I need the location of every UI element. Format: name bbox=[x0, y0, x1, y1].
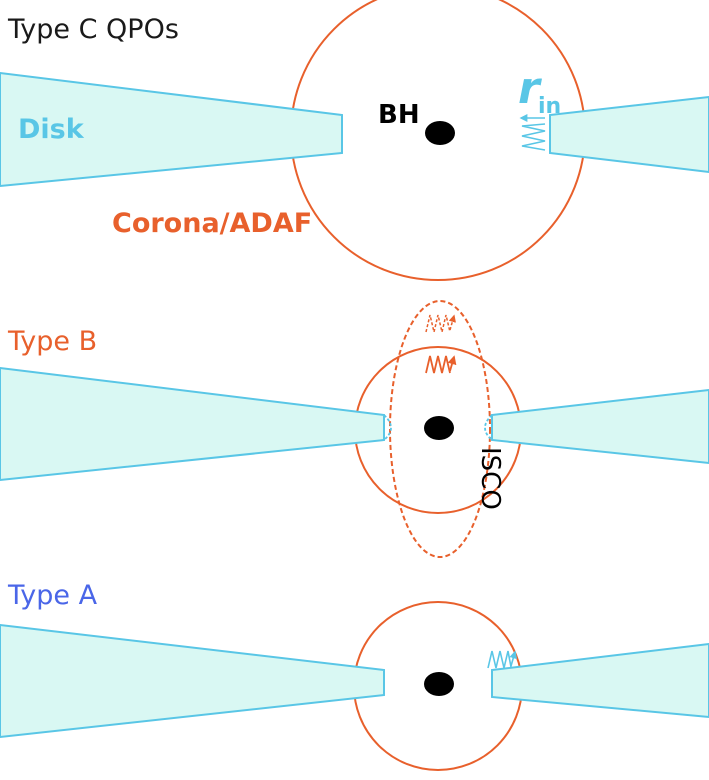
bh-dot-icon bbox=[424, 416, 454, 440]
disk-left bbox=[0, 71, 343, 188]
isco-edge-left bbox=[383, 414, 392, 441]
rin-symbol: r bbox=[518, 63, 542, 114]
disk-right bbox=[491, 388, 709, 465]
isco-label: ISCO bbox=[475, 447, 505, 510]
oscillation-wave-icon bbox=[487, 650, 512, 669]
disk-label: Disk bbox=[18, 114, 85, 145]
oscillation-wave-icon bbox=[425, 355, 451, 374]
rin-subscript: in bbox=[538, 94, 561, 119]
panel-type-b: Type B ISCO bbox=[0, 300, 709, 558]
isco-edge-right bbox=[484, 414, 493, 441]
jet-ellipse bbox=[389, 300, 491, 558]
type-a-title: Type A bbox=[7, 580, 98, 611]
corona-label: Corona/ADAF bbox=[112, 208, 312, 239]
arrow-icon bbox=[509, 650, 518, 667]
arrow-icon bbox=[448, 314, 456, 331]
bh-dot-icon bbox=[424, 672, 454, 696]
arrow-icon bbox=[447, 355, 457, 372]
oscillation-wave-icon bbox=[425, 314, 451, 333]
disk-right bbox=[491, 642, 709, 719]
panel-type-c: Type C QPOs Disk BH Corona/ADAF r in bbox=[0, 0, 709, 281]
bh-label: BH bbox=[378, 100, 420, 130]
oscillation-wave-icon bbox=[521, 123, 546, 151]
panel-type-a: Type A bbox=[0, 580, 709, 771]
type-c-title: Type C QPOs bbox=[7, 14, 179, 45]
disk-left bbox=[0, 623, 385, 739]
disk-right bbox=[549, 95, 709, 174]
bh-dot-icon bbox=[425, 121, 455, 145]
disk-left bbox=[0, 366, 385, 482]
type-b-title: Type B bbox=[7, 326, 97, 357]
